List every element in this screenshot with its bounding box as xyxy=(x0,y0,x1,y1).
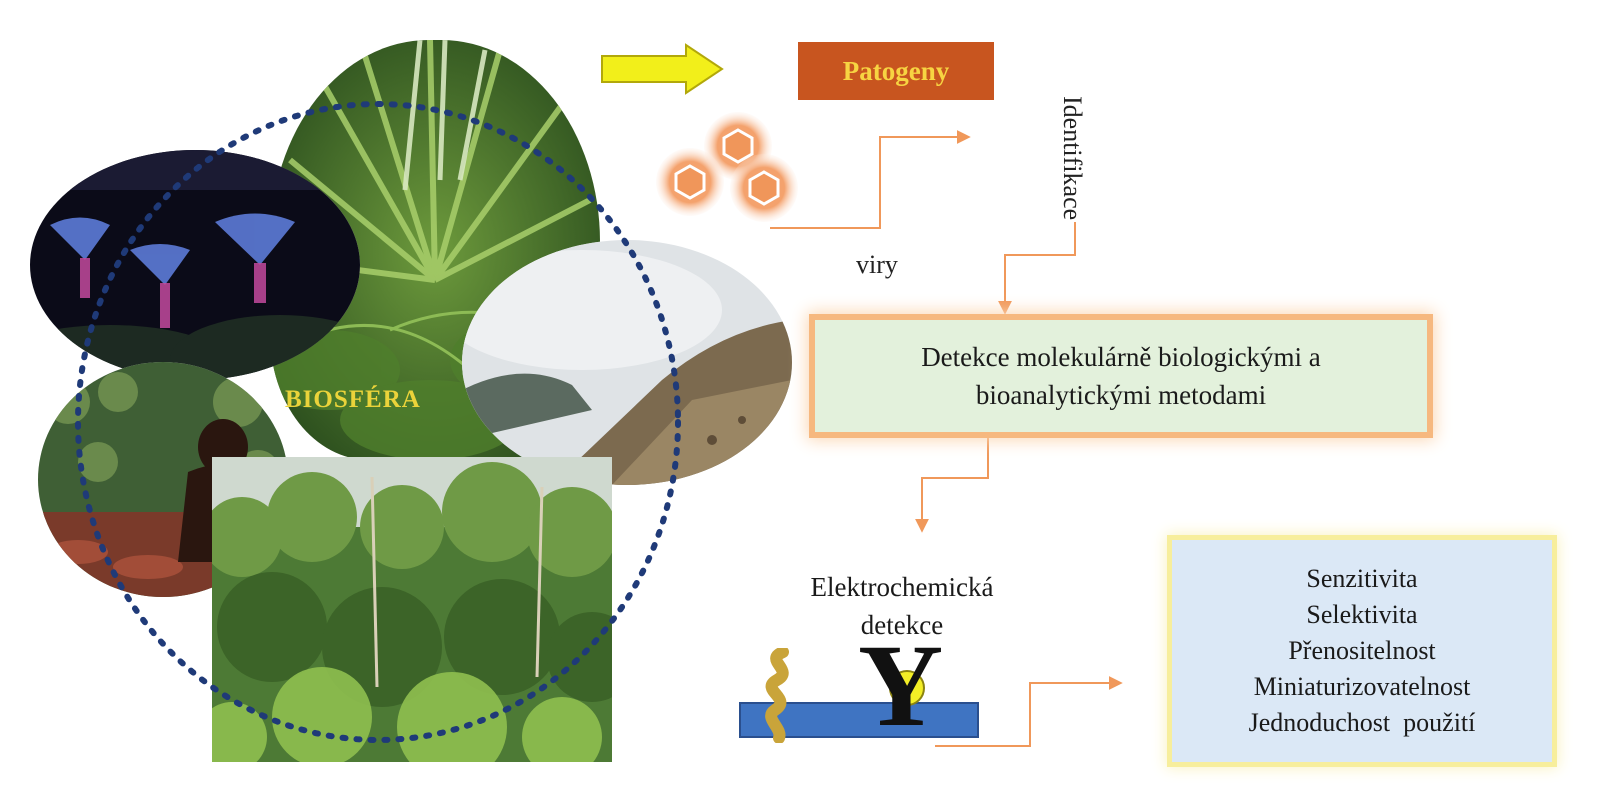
detection-line-1: Detekce molekulárně biologickými a xyxy=(921,342,1321,372)
electrochemical-detection-label: Elektrochemická detekce xyxy=(787,568,1017,644)
sensor-properties-box: Senzitivita Selektivita Přenositelnost M… xyxy=(1172,540,1552,762)
cloudy-mountain-photo xyxy=(462,240,792,485)
property-item: Senzitivita xyxy=(1306,564,1418,593)
detection-methods-box: Detekce molekulárně biologickými a bioan… xyxy=(815,320,1427,432)
yellow-arrow-icon xyxy=(601,43,724,95)
viry-label: viry xyxy=(856,250,898,279)
biosfera-label: BIOSFÉRA xyxy=(285,386,421,413)
property-item: Přenositelnost xyxy=(1288,636,1436,665)
property-item: Miniaturizovatelnost xyxy=(1253,672,1471,701)
electro-line-1: Elektrochemická xyxy=(810,572,994,602)
detection-line-2: bioanalytickými metodami xyxy=(975,380,1267,410)
biosphere-dotted-circle xyxy=(75,101,681,743)
identifikace-label: Identifikace xyxy=(1058,96,1087,221)
electrode-icon xyxy=(739,648,979,743)
virus-hexagons-icon xyxy=(656,112,798,222)
rainforest-photo xyxy=(212,457,612,762)
electro-line-2: detekce xyxy=(860,610,944,640)
property-item: Jednoduchost použití xyxy=(1248,708,1476,737)
property-item: Selektivita xyxy=(1306,600,1418,629)
patogeny-box: Patogeny xyxy=(798,42,994,100)
antibody-y-icon: Y xyxy=(858,620,944,751)
